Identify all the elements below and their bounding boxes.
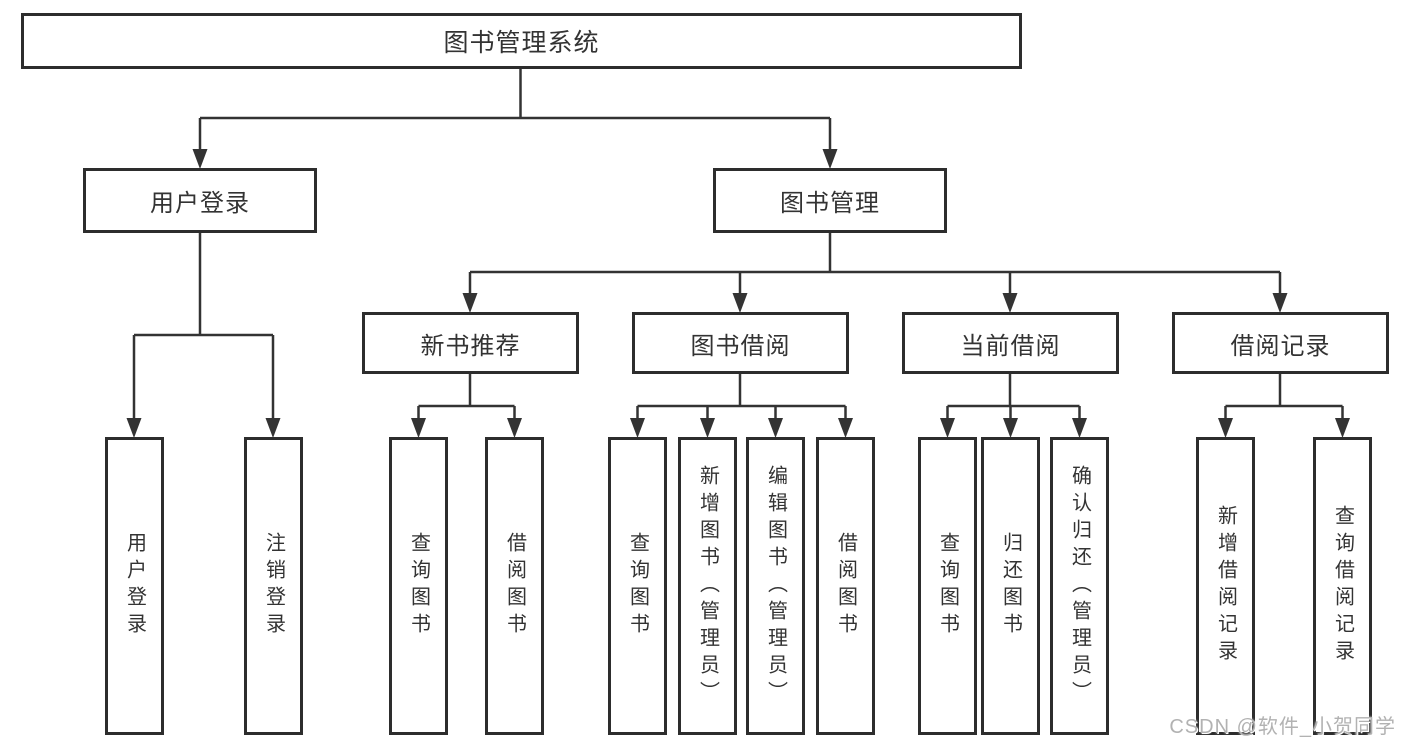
node-label: 确认归还（管理员） [1068, 464, 1091, 708]
node-label: 查询借阅记录 [1331, 505, 1354, 667]
leaf-user-login: 用户登录 [105, 437, 164, 735]
node-book-borrowing: 图书借阅 [632, 312, 849, 374]
leaf-add-borrow-record: 新增借阅记录 [1196, 437, 1255, 735]
node-library-management-system: 图书管理系统 [21, 13, 1022, 69]
leaf-logout: 注销登录 [244, 437, 303, 735]
node-label: 查询图书 [626, 532, 649, 640]
node-label: 当前借阅 [960, 332, 1061, 360]
node-label: 借阅图书 [834, 532, 857, 640]
node-new-book-recommendation: 新书推荐 [362, 312, 579, 374]
csdn-watermark: CSDN @软件_小贺同学 [1169, 716, 1396, 738]
leaf-return-books: 归还图书 [981, 437, 1040, 735]
leaf-add-books-admin: 新增图书（管理员） [678, 437, 737, 735]
node-current-borrowing: 当前借阅 [902, 312, 1119, 374]
node-label: 查询图书 [936, 532, 959, 640]
node-label: 图书管理 [780, 190, 880, 217]
node-label: 用户登录 [150, 190, 250, 217]
node-label: 图书管理系统 [443, 29, 600, 57]
leaf-query-books-borrow: 查询图书 [608, 437, 667, 735]
node-label: 借阅记录 [1230, 332, 1331, 360]
node-label: 查询图书 [407, 532, 430, 640]
node-label: 新增图书（管理员） [696, 464, 719, 708]
leaf-query-books-current: 查询图书 [918, 437, 977, 735]
leaf-confirm-return-admin: 确认归还（管理员） [1050, 437, 1109, 735]
leaf-borrow-books-recommend: 借阅图书 [485, 437, 544, 735]
leaf-query-borrow-record: 查询借阅记录 [1313, 437, 1372, 735]
node-label: 借阅图书 [503, 532, 526, 640]
leaf-borrow-books: 借阅图书 [816, 437, 875, 735]
leaf-query-books-recommend: 查询图书 [389, 437, 448, 735]
node-label: 新书推荐 [420, 332, 521, 360]
node-label: 归还图书 [999, 532, 1022, 640]
node-borrowing-records: 借阅记录 [1172, 312, 1389, 374]
node-label: 编辑图书（管理员） [764, 464, 787, 708]
node-label: 新增借阅记录 [1214, 505, 1237, 667]
leaf-edit-books-admin: 编辑图书（管理员） [746, 437, 805, 735]
node-user-login-module: 用户登录 [83, 168, 317, 233]
node-label: 注销登录 [262, 532, 285, 640]
node-label: 用户登录 [123, 532, 146, 640]
node-book-management-module: 图书管理 [713, 168, 947, 233]
node-label: 图书借阅 [690, 332, 791, 360]
